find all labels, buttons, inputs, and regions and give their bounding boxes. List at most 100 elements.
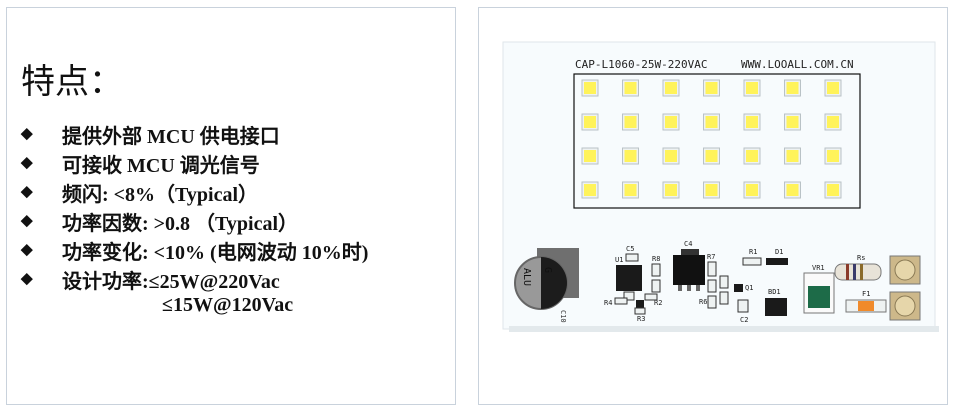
feature-item: ◆ 可接收 MCU 调光信号	[7, 149, 447, 178]
transistor-q1	[734, 284, 743, 292]
terminal-pad	[889, 291, 921, 321]
diamond-bullet-icon: ◆	[21, 213, 33, 229]
feature-continuation-text: ≤15W@120Vac	[162, 294, 294, 316]
label-r2: R2	[654, 299, 662, 307]
diode-d1	[766, 258, 788, 265]
led-chip	[665, 150, 677, 162]
led-chip	[584, 82, 596, 94]
diamond-bullet-icon: ◆	[21, 271, 33, 287]
led-chip	[665, 82, 677, 94]
led-chip	[746, 116, 758, 128]
feature-text: 功率因数: >0.8 （Typical）	[62, 213, 299, 235]
ic-c4	[673, 255, 705, 285]
ic-c4-tab	[681, 249, 699, 255]
smd-c2	[737, 299, 749, 313]
led-chip	[624, 82, 637, 94]
led-chip	[584, 116, 596, 128]
led-chip	[665, 184, 677, 196]
smd-r8	[651, 263, 661, 277]
smd-part	[651, 279, 661, 293]
led-chip	[665, 116, 677, 128]
smd-part	[636, 300, 644, 308]
led-chip	[827, 116, 839, 128]
label-r3: R3	[637, 315, 645, 323]
led-chip	[705, 184, 718, 196]
led-chip	[746, 150, 758, 162]
label-r8: R8	[652, 255, 660, 263]
label-f1: F1	[862, 290, 870, 298]
feature-text: 频闪: <8%（Typical）	[62, 184, 259, 206]
capacitor-text-2: G	[542, 267, 553, 273]
label-bd1: BD1	[768, 288, 781, 296]
smd-r1	[742, 257, 762, 266]
led-chip	[624, 150, 637, 162]
label-r6: R6	[699, 298, 707, 306]
feature-item: ◆ 提供外部 MCU 供电接口	[7, 120, 447, 149]
smd-part	[719, 291, 729, 305]
led-chip	[746, 82, 758, 94]
label-c5: C5	[626, 245, 634, 253]
bridge-rectifier-bd1	[765, 298, 787, 316]
label-c4: C4	[684, 240, 692, 248]
terminal-pad	[889, 255, 921, 285]
feature-continuation: ≤15W@120Vac	[7, 294, 447, 323]
features-panel: 特点： ◆ 提供外部 MCU 供电接口 ◆ 可接收 MCU 调光信号 ◆ 频闪:…	[6, 7, 456, 405]
smd-r2	[644, 293, 658, 301]
feature-text: 设计功率:≤25W@220Vac	[62, 271, 280, 293]
led-chip	[705, 82, 718, 94]
board-website-label: WWW.LOOALL.COM.CN	[741, 58, 854, 71]
electrolytic-capacitor: ALU G C10	[514, 248, 579, 323]
diamond-bullet-icon: ◆	[21, 184, 33, 200]
led-chip	[624, 184, 637, 196]
label-vr1: VR1	[812, 264, 825, 272]
feature-item: ◆ 功率因数: >0.8 （Typical）	[7, 207, 447, 236]
capacitor-text: ALU	[521, 268, 532, 286]
led-chip	[827, 82, 839, 94]
label-rs: Rs	[857, 254, 865, 262]
label-u1: U1	[615, 256, 623, 264]
smd-part	[719, 275, 729, 289]
led-array	[581, 79, 842, 199]
led-array-outline	[573, 73, 861, 209]
diamond-bullet-icon: ◆	[21, 126, 33, 142]
smd-c5	[625, 253, 639, 262]
led-chip	[705, 150, 718, 162]
led-chip	[786, 116, 799, 128]
led-chip	[624, 116, 637, 128]
smd-r6	[707, 295, 717, 309]
smd-r3	[634, 307, 646, 315]
feature-item: ◆ 设计功率:≤25W@220Vac	[7, 265, 447, 294]
feature-text: 提供外部 MCU 供电接口	[62, 126, 280, 148]
led-chip	[584, 184, 596, 196]
smd-r4	[614, 297, 628, 305]
label-c10: C10	[559, 310, 567, 323]
diamond-bullet-icon: ◆	[21, 242, 33, 258]
led-chip	[786, 82, 799, 94]
features-heading: 特点：	[21, 62, 123, 102]
label-r4: R4	[604, 299, 612, 307]
pcb-illustration: CAP-L1060-25W-220VAC WWW.LOOALL.COM.CN A…	[502, 41, 939, 332]
smd-part	[707, 279, 717, 293]
led-chip	[786, 150, 799, 162]
led-chip	[705, 116, 718, 128]
led-chip	[827, 150, 839, 162]
board-panel: CAP-L1060-25W-220VAC WWW.LOOALL.COM.CN A…	[478, 7, 948, 405]
diamond-bullet-icon: ◆	[21, 155, 33, 171]
smd-r7	[707, 261, 717, 277]
led-chip	[746, 184, 758, 196]
feature-list: ◆ 提供外部 MCU 供电接口 ◆ 可接收 MCU 调光信号 ◆ 频闪: <8%…	[7, 120, 447, 323]
label-c2: C2	[740, 316, 748, 324]
label-r1: R1	[749, 248, 757, 256]
board-model-label: CAP-L1060-25W-220VAC	[575, 58, 707, 71]
feature-item: ◆ 功率变化: <10% (电网波动 10%时)	[7, 236, 447, 265]
feature-text: 功率变化: <10% (电网波动 10%时)	[62, 242, 369, 264]
resistor-rs	[834, 263, 882, 281]
led-chip	[786, 184, 799, 196]
feature-item: ◆ 频闪: <8%（Typical）	[7, 178, 447, 207]
feature-text: 可接收 MCU 调光信号	[62, 155, 260, 177]
pcb-board-shadow	[509, 326, 939, 332]
label-d1: D1	[775, 248, 783, 256]
led-chip	[584, 150, 596, 162]
ic-u1	[616, 265, 642, 291]
led-chip	[827, 184, 839, 196]
